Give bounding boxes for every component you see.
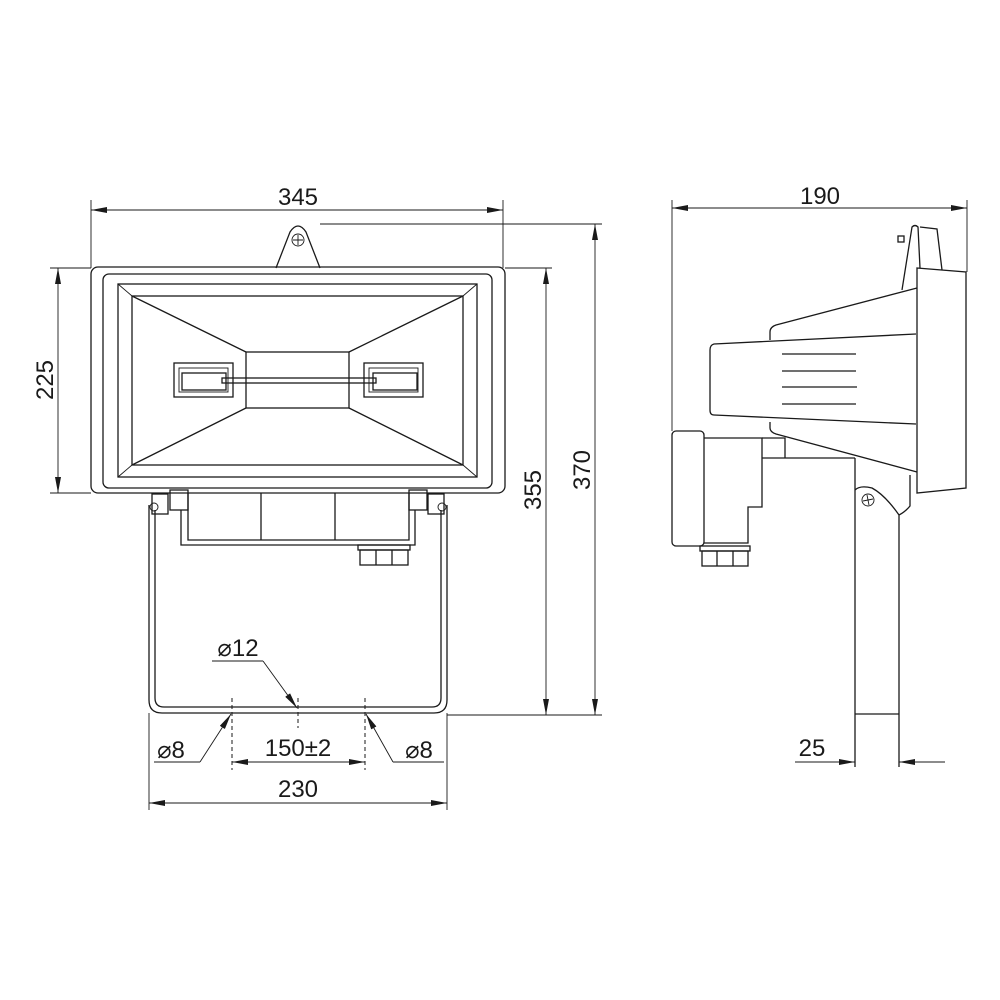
reflector-inner bbox=[131, 295, 464, 466]
dim-hole-right: ⌀8 bbox=[405, 737, 433, 764]
front-plate bbox=[916, 267, 967, 494]
dim-bracket-height: 355 bbox=[520, 470, 547, 510]
side-cable-gland bbox=[699, 545, 751, 567]
dim-arm-width: 25 bbox=[799, 735, 826, 762]
screw-icon bbox=[291, 233, 305, 247]
halogen-lamp bbox=[173, 362, 424, 398]
housing-inner bbox=[102, 273, 493, 489]
dim-depth: 190 bbox=[800, 183, 840, 210]
dim-total-height: 370 bbox=[569, 450, 596, 490]
mounting-bracket bbox=[148, 505, 448, 714]
dim-hole-left: ⌀8 bbox=[157, 737, 185, 764]
top-hanger bbox=[275, 225, 321, 269]
front-view bbox=[90, 225, 506, 770]
side-dimensions: 190 25 bbox=[671, 183, 968, 765]
mounting-arm bbox=[854, 458, 911, 767]
front-dimensions: 345 225 355 370 ⌀12 ⌀8 ⌀8 150±2 230 bbox=[32, 184, 602, 810]
reflector-outer bbox=[117, 283, 478, 478]
dim-body-height: 225 bbox=[32, 360, 59, 400]
dim-width: 345 bbox=[278, 184, 318, 211]
reflector-center bbox=[245, 351, 350, 409]
cable-gland bbox=[357, 544, 411, 566]
hood-side bbox=[709, 333, 917, 425]
pivot-screw-icon bbox=[861, 493, 875, 507]
dim-bracket-width: 230 bbox=[278, 776, 318, 803]
side-view bbox=[671, 224, 967, 767]
junction-box bbox=[704, 437, 763, 544]
housing-outer bbox=[90, 266, 506, 494]
dim-hole-spacing: 150±2 bbox=[265, 735, 332, 762]
dim-hole-center: ⌀12 bbox=[217, 635, 258, 662]
housing-side bbox=[769, 287, 918, 473]
junction-box-cover bbox=[671, 430, 705, 547]
